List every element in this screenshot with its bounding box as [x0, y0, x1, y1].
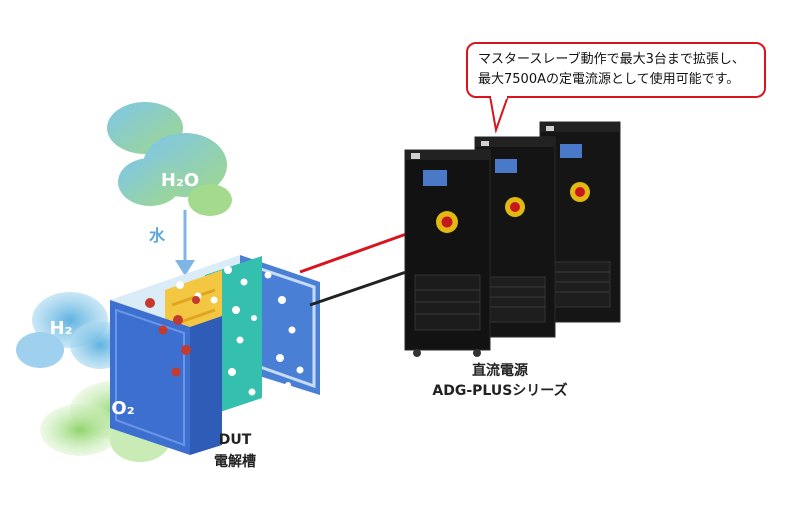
- power-cables: [299, 230, 413, 307]
- o2-label: O₂: [111, 398, 135, 419]
- psu-unit-1: [404, 149, 491, 357]
- callout-pointer: [488, 95, 510, 134]
- electrolyzer-stack: [110, 255, 320, 455]
- callout-box: マスタースレーブ動作で最大3台まで拡張し、 最大7500Aの定電流源として使用可…: [466, 42, 766, 98]
- psu-series-label: ADG-PLUSシリーズ: [432, 383, 568, 399]
- h2-label: H₂: [49, 318, 73, 339]
- electrolyzer-label: 電解槽: [214, 454, 256, 470]
- water-arrow: [175, 210, 195, 276]
- dut-label: DUT: [218, 432, 252, 448]
- callout-line-2: 最大7500Aの定電流源として使用可能です。: [478, 72, 740, 87]
- h2o-label: H₂O: [160, 170, 200, 191]
- callout-pointer-mask: [491, 95, 507, 99]
- h2o-cloud: [107, 102, 232, 216]
- callout-line-1: マスタースレーブ動作で最大3台まで拡張し、: [478, 52, 745, 67]
- water-label: 水: [148, 226, 165, 245]
- psu-name-label: 直流電源: [472, 363, 528, 379]
